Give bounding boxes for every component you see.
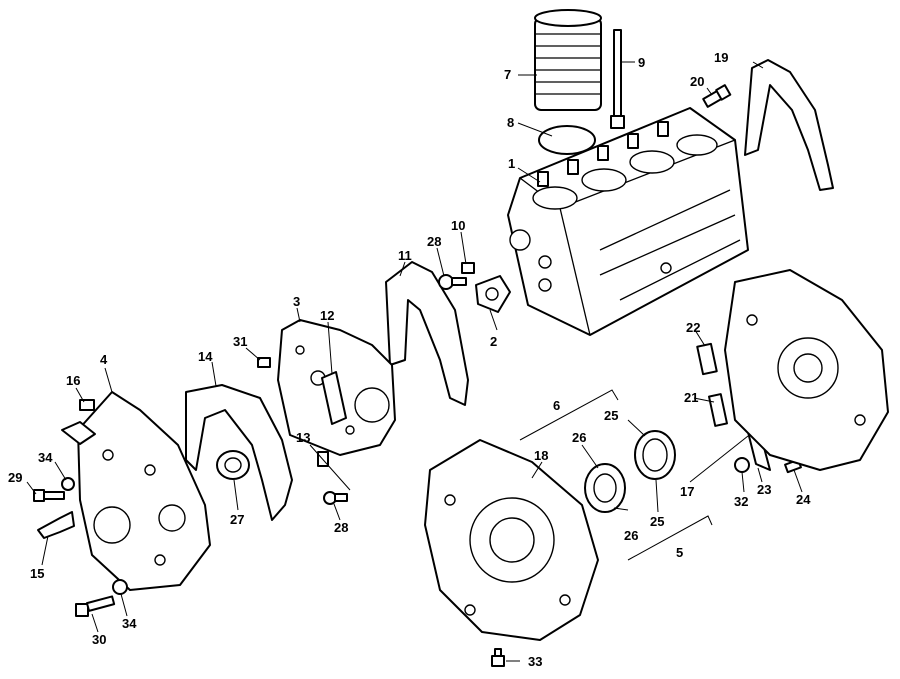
timing-gasket bbox=[385, 261, 469, 406]
callout-22: 22 bbox=[686, 320, 700, 335]
cover-plate-12 bbox=[321, 371, 347, 425]
bracket-15 bbox=[37, 511, 75, 539]
callout-7: 7 bbox=[504, 67, 511, 82]
plate-21 bbox=[708, 393, 728, 427]
callout-26-upper: 26 bbox=[572, 430, 586, 445]
rear-gasket bbox=[744, 59, 834, 191]
callout-33: 33 bbox=[528, 654, 542, 669]
callout-25-upper: 25 bbox=[604, 408, 618, 423]
plate-22 bbox=[696, 342, 718, 376]
callout-10: 10 bbox=[451, 218, 465, 233]
callout-16: 16 bbox=[66, 373, 80, 388]
washer-34-upper bbox=[61, 477, 75, 491]
callout-19: 19 bbox=[714, 50, 728, 65]
drain-plug-33 bbox=[491, 648, 505, 667]
bolt-29 bbox=[33, 489, 65, 502]
callout-24: 24 bbox=[796, 492, 811, 507]
callout-5: 5 bbox=[676, 545, 683, 560]
front-gasket bbox=[185, 384, 293, 521]
callout-27: 27 bbox=[230, 512, 244, 527]
callout-26-lower: 26 bbox=[624, 528, 638, 543]
group-bracket-5 bbox=[627, 515, 713, 561]
callout-11: 11 bbox=[398, 248, 412, 263]
rear-housing bbox=[724, 269, 889, 471]
callout-15: 15 bbox=[30, 566, 44, 581]
callout-31: 31 bbox=[233, 334, 247, 349]
pump-2 bbox=[475, 275, 511, 313]
callout-2: 2 bbox=[490, 334, 497, 349]
callout-18: 18 bbox=[534, 448, 548, 463]
callout-17: 17 bbox=[680, 484, 694, 499]
leader-lines bbox=[26, 61, 803, 662]
callout-6: 6 bbox=[553, 398, 560, 413]
fitting-10 bbox=[461, 262, 475, 274]
washer-34-lower bbox=[112, 579, 128, 595]
callout-34-upper: 34 bbox=[38, 450, 53, 465]
callout-32: 32 bbox=[734, 494, 748, 509]
callout-12: 12 bbox=[320, 308, 334, 323]
callout-30: 30 bbox=[92, 632, 106, 647]
bolt-20 bbox=[702, 84, 732, 108]
callout-4: 4 bbox=[100, 352, 108, 367]
callout-28-lower: 28 bbox=[334, 520, 348, 535]
group-bracket-6 bbox=[519, 389, 619, 441]
flywheel-housing bbox=[424, 439, 599, 641]
bolt-31 bbox=[257, 357, 271, 368]
pushrod-tube bbox=[610, 29, 625, 129]
callout-1: 1 bbox=[508, 156, 515, 171]
cylinder-liner bbox=[534, 9, 602, 111]
nut-32 bbox=[734, 457, 750, 473]
callout-34-lower: 34 bbox=[122, 616, 137, 631]
callout-23: 23 bbox=[757, 482, 771, 497]
oil-seal-27 bbox=[216, 450, 250, 480]
callout-14: 14 bbox=[198, 349, 213, 364]
callout-29: 29 bbox=[8, 470, 22, 485]
callout-28-upper: 28 bbox=[427, 234, 441, 249]
callout-8: 8 bbox=[507, 115, 514, 130]
callout-3: 3 bbox=[293, 294, 300, 309]
callout-13: 13 bbox=[296, 430, 310, 445]
bolt-28-lower bbox=[323, 491, 348, 505]
seal-ring-25 bbox=[634, 430, 676, 480]
cylinder-block bbox=[507, 107, 749, 336]
bolt-30 bbox=[75, 595, 116, 617]
callout-25-lower: 25 bbox=[650, 514, 664, 529]
callout-9: 9 bbox=[638, 55, 645, 70]
bolt-28-upper bbox=[438, 274, 467, 290]
liner-seal-ring bbox=[538, 125, 596, 155]
dowel-pin-16 bbox=[79, 399, 95, 411]
callout-20: 20 bbox=[690, 74, 704, 89]
oil-seal-26 bbox=[584, 463, 626, 513]
callout-21: 21 bbox=[684, 390, 698, 405]
front-cover bbox=[61, 391, 211, 591]
